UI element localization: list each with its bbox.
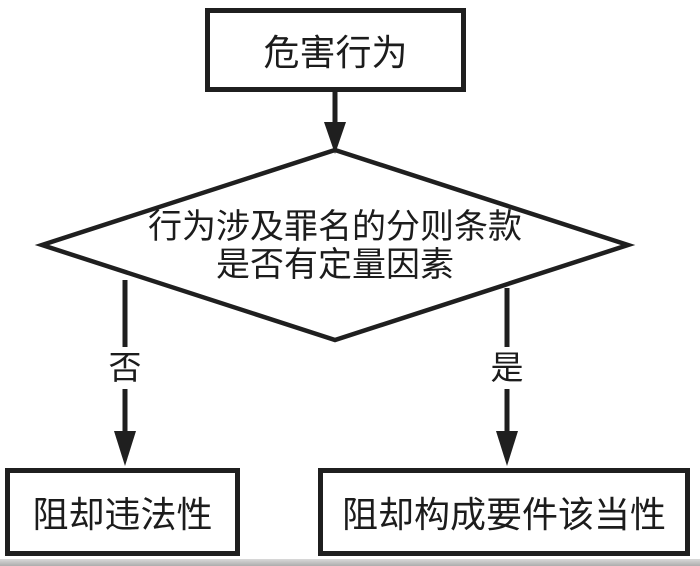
- decision-diamond-shape: [34, 147, 636, 343]
- node-yes-result-label: 阻却构成要件该当性: [341, 494, 666, 535]
- arrow-down-icon: [114, 431, 136, 466]
- edge-label-no: 否: [101, 347, 149, 389]
- decision-label-line2: 是否有定量因素: [216, 246, 454, 284]
- node-decision-label: 行为涉及罪名的分则条款 是否有定量因素: [90, 208, 580, 284]
- node-yes-result: 阻却构成要件该当性: [318, 468, 690, 556]
- arrow-down-icon: [324, 122, 346, 154]
- arrow-down-icon: [496, 431, 518, 466]
- node-start-label: 危害行为: [263, 32, 408, 73]
- node-start: 危害行为: [205, 8, 466, 92]
- scan-edge-artifact: [0, 559, 700, 566]
- node-no-result-label: 阻却违法性: [32, 494, 213, 535]
- node-no-result: 阻却违法性: [5, 468, 240, 556]
- edge-label-yes: 是: [483, 347, 531, 389]
- decision-label-line1: 行为涉及罪名的分则条款: [148, 208, 522, 246]
